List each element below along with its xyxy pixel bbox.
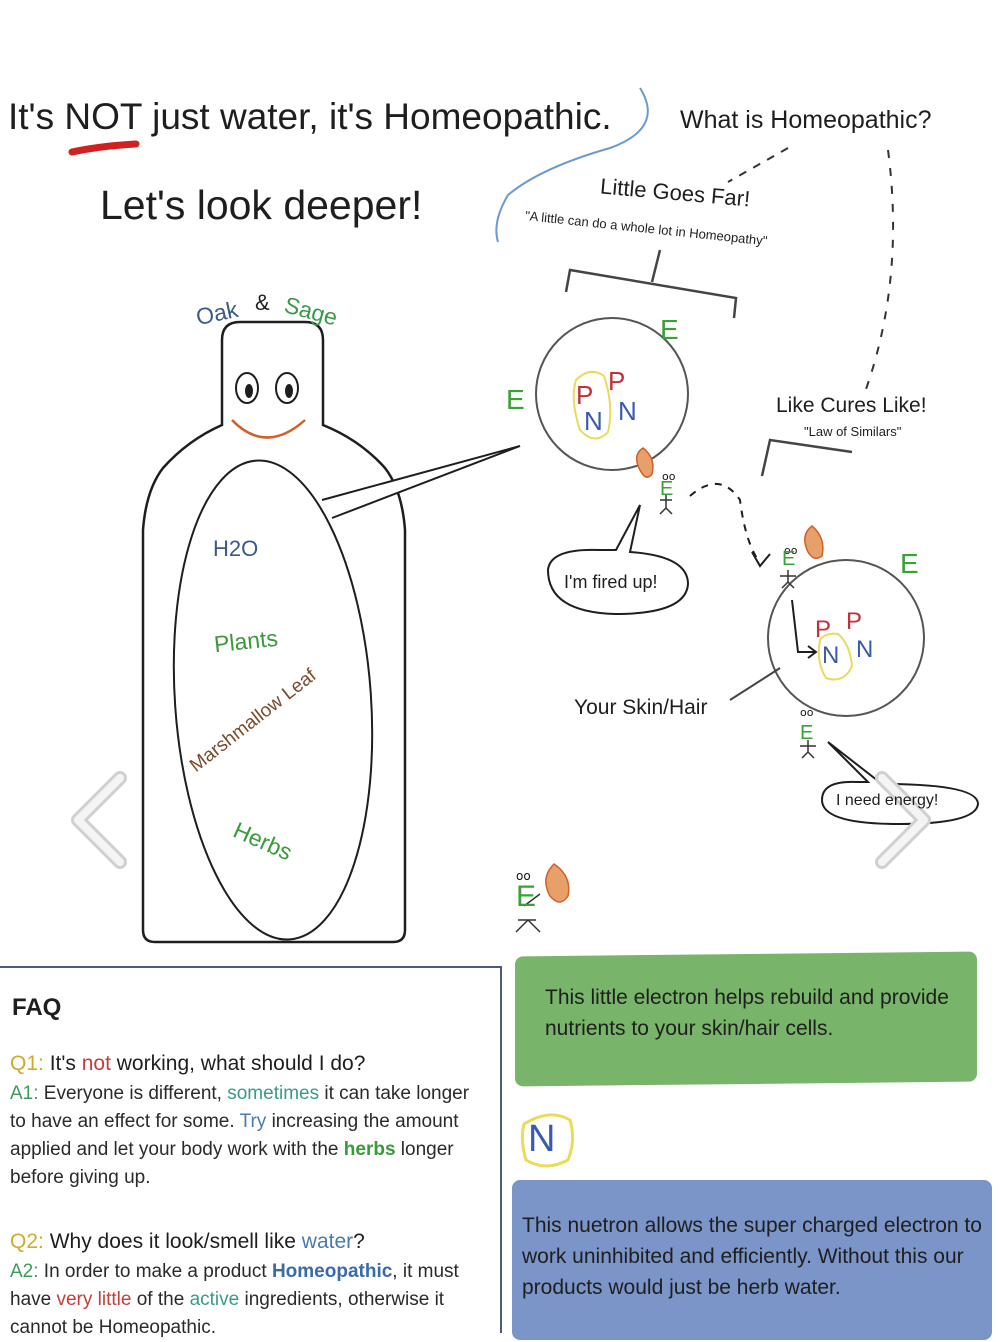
faq-q1-key: Q1: — [10, 1052, 44, 1075]
faq-a1-t3: increasing the amount applied and let yo… — [10, 1111, 459, 1160]
bottle-left-eye — [235, 372, 259, 404]
bottle-right-eye — [275, 372, 299, 404]
faq-a2-key: A2: — [10, 1261, 39, 1282]
faq-q1: Q1: It's not working, what should I do? — [10, 1050, 365, 1078]
faq-a1-t2: it can take longer to have an effect for… — [10, 1083, 470, 1132]
divider-curve — [495, 87, 649, 243]
atom1-proton-a: P — [576, 380, 594, 410]
headline: It's NOT just water, it's Homeopathic. — [8, 96, 612, 137]
skin-pointer — [729, 667, 781, 701]
faq-a2-t3: of the — [131, 1289, 190, 1310]
svg-text:oo: oo — [800, 706, 814, 719]
faq-a2-teal: active — [189, 1289, 240, 1310]
neutron-glow — [520, 1113, 575, 1168]
faq-a2-bold: Homeopathic — [271, 1261, 393, 1282]
speech-fired-text: I'm fired up! — [564, 572, 658, 592]
atom1-neutron-a: N — [584, 406, 603, 436]
faq-a2-t1: In order to make a product — [38, 1261, 272, 1282]
faq-a2-t2: , it must have — [10, 1261, 459, 1310]
atom-2-glow — [817, 632, 854, 681]
carousel-prev-button[interactable] — [62, 770, 132, 870]
speech-bubble-fired — [546, 504, 690, 616]
not-underline — [68, 140, 140, 156]
jump-arrow — [689, 482, 759, 561]
atom2-proton-b: P — [846, 608, 863, 635]
brand-ampersand: & — [255, 290, 270, 315]
faq-a1-key: A1: — [10, 1083, 39, 1104]
sad-electron: oo — [800, 706, 816, 759]
faq-a2-red: very little — [56, 1289, 132, 1310]
bottle-smile — [231, 419, 306, 439]
neutron-symbol: N — [528, 1118, 556, 1160]
atom2-proton-a: P — [815, 616, 832, 643]
atom-2-arrow — [791, 599, 816, 653]
atom1-electron-label-top: E — [660, 314, 679, 345]
faq-q2-pre: Why does it look/smell like — [43, 1230, 302, 1253]
svg-text:oo: oo — [516, 869, 531, 883]
bracket-stem — [650, 249, 662, 283]
faq-q2-post: ? — [353, 1230, 365, 1253]
faq-a1: A1: Everyone is different, sometimes it … — [10, 1080, 490, 1192]
like-cures-like-quote: "Law of Similars" — [804, 424, 902, 439]
neutron-info-box — [512, 1180, 992, 1340]
question-heading: What is Homeopathic? — [680, 106, 932, 134]
arriving-electron-label: E — [782, 548, 796, 570]
bottle-left-pupil — [245, 384, 253, 398]
like-cures-pointer — [760, 438, 853, 477]
faq-q2-blue: water — [301, 1230, 354, 1253]
big-electron-label: E — [516, 880, 537, 913]
jump-arrowhead — [751, 551, 771, 568]
atom1-electron-label-left: E — [506, 384, 525, 415]
dash-line-left — [727, 147, 789, 183]
dash-line-right — [864, 149, 895, 393]
sad-electron-label: E — [800, 722, 814, 744]
bottle-label — [172, 459, 374, 941]
atom-2 — [767, 559, 925, 717]
faq-q1-post: working, what should I do? — [110, 1052, 366, 1075]
subheadline: Let's look deeper! — [100, 182, 423, 228]
faq-panel: FAQ Q1: It's not working, what should I … — [0, 966, 502, 1338]
faq-q2: Q2: Why does it look/smell like water? — [10, 1228, 365, 1256]
neutron-info-text: This nuetron allows the super charged el… — [522, 1214, 982, 1299]
atom-1-glow — [572, 370, 612, 440]
bottle-outline — [141, 320, 407, 944]
faq-a1-t4: longer before giving up. — [10, 1139, 454, 1188]
atom2-electron-label: E — [900, 548, 919, 579]
carousel-next-button[interactable] — [870, 770, 940, 870]
big-electron: oo — [515, 863, 570, 933]
atom1-proton-b: P — [608, 366, 626, 396]
speech-energy-text: I need energy! — [836, 792, 939, 809]
faq-a1-t1: Everyone is different, — [38, 1083, 228, 1104]
svg-text:oo: oo — [784, 544, 798, 557]
faq-a1-blue: Try — [239, 1111, 267, 1132]
faq-q1-pre: It's — [43, 1052, 82, 1075]
faq-a1-green: herbs — [343, 1139, 396, 1160]
chevron-left-icon — [71, 771, 127, 869]
faq-a2: A2: In order to make a product Homeopath… — [10, 1258, 490, 1342]
faq-a1-teal: sometimes — [227, 1083, 320, 1104]
atom1-neutron-b: N — [618, 396, 637, 426]
bottle-pointer — [321, 445, 521, 519]
faq-title: FAQ — [12, 994, 62, 1021]
speech-bubble-energy — [820, 741, 980, 826]
atom2-neutron-b: N — [856, 636, 874, 663]
faq-q1-red: not — [81, 1052, 111, 1075]
like-cures-like-title: Like Cures Like! — [776, 394, 927, 417]
faq-q2-key: Q2: — [10, 1230, 44, 1253]
atom2-neutron-a: N — [822, 642, 840, 669]
ingredient-h2o: H2O — [213, 536, 259, 561]
fired-electron: oo — [635, 447, 676, 515]
chevron-right-icon — [875, 771, 931, 869]
atom-1 — [535, 317, 689, 471]
svg-text:oo: oo — [662, 470, 676, 483]
electron-info-text: This little electron helps rebuild and p… — [545, 986, 949, 1040]
arriving-electron: oo — [780, 525, 824, 589]
bottle-right-pupil — [285, 384, 293, 398]
atom-2-arrowhead — [807, 645, 818, 659]
bracket — [564, 268, 738, 319]
skin-hair-label: Your Skin/Hair — [574, 696, 708, 719]
fired-electron-label: E — [660, 478, 674, 500]
